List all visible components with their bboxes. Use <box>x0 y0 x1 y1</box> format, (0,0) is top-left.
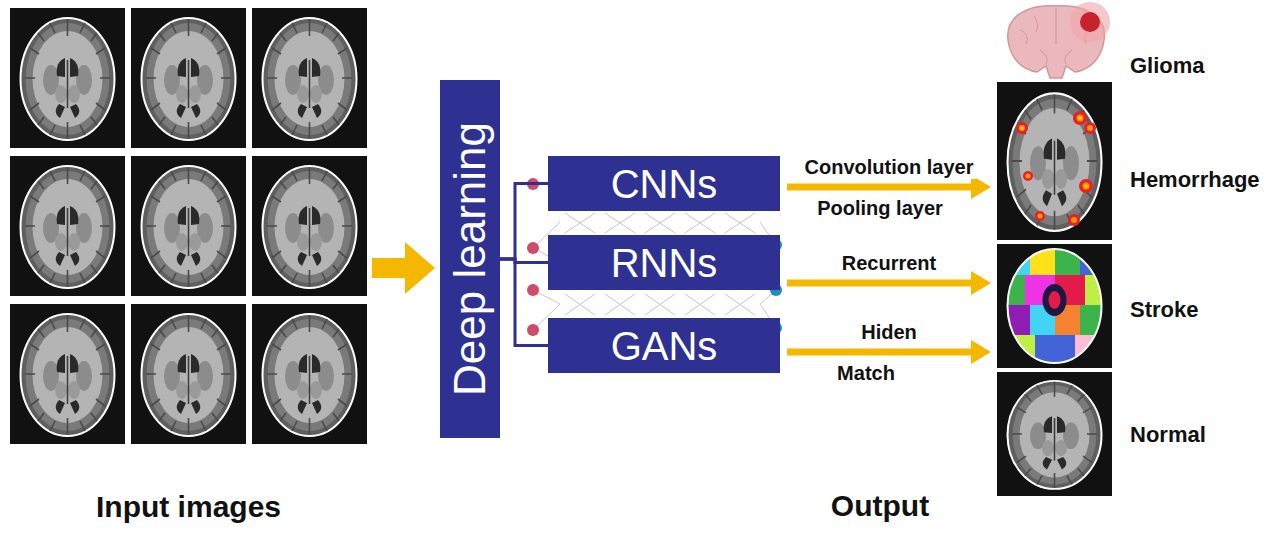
box-label: Deep learning <box>448 122 492 396</box>
connector-line <box>500 184 548 260</box>
connector-line <box>787 280 971 287</box>
arrow-head <box>971 340 991 364</box>
image-label: Normal <box>1130 422 1206 448</box>
box-label: RNNs <box>611 241 718 285</box>
method-bar: Deep learning <box>440 80 500 438</box>
image-label: Stroke <box>1130 297 1198 323</box>
output-image: Stroke <box>997 244 1112 368</box>
edge-label: Recurrent <box>839 252 939 275</box>
edge-label: Hiden <box>858 321 920 344</box>
section-label: Output <box>828 488 932 523</box>
edge-label: Match <box>834 362 898 385</box>
bracket-connector <box>500 259 548 346</box>
model-box: GANs <box>548 318 780 373</box>
output-image: Normal <box>997 372 1112 496</box>
box-label: GANs <box>611 324 718 368</box>
model-box: RNNs <box>548 235 780 290</box>
image-grid: Input images <box>10 8 367 444</box>
connector-line <box>787 349 971 356</box>
edge-label: Convolution layer <box>802 156 977 179</box>
edge-label: Pooling layer <box>814 197 946 220</box>
image-label: Hemorrhage <box>1130 167 1260 193</box>
box-label: CNNs <box>611 162 718 206</box>
arrow-head <box>971 271 991 295</box>
connector-line <box>500 259 548 346</box>
output-image: Hemorrhage <box>997 82 1112 240</box>
image-label: Input images <box>10 490 367 524</box>
bracket-connector <box>500 184 548 260</box>
flow-arrow <box>372 242 435 294</box>
model-box: CNNs <box>548 156 780 211</box>
output-image: Glioma <box>1000 2 1112 80</box>
connector-line <box>787 184 971 191</box>
connector-line <box>372 258 405 278</box>
arrow-head <box>405 242 435 294</box>
image-label: Glioma <box>1130 53 1205 79</box>
